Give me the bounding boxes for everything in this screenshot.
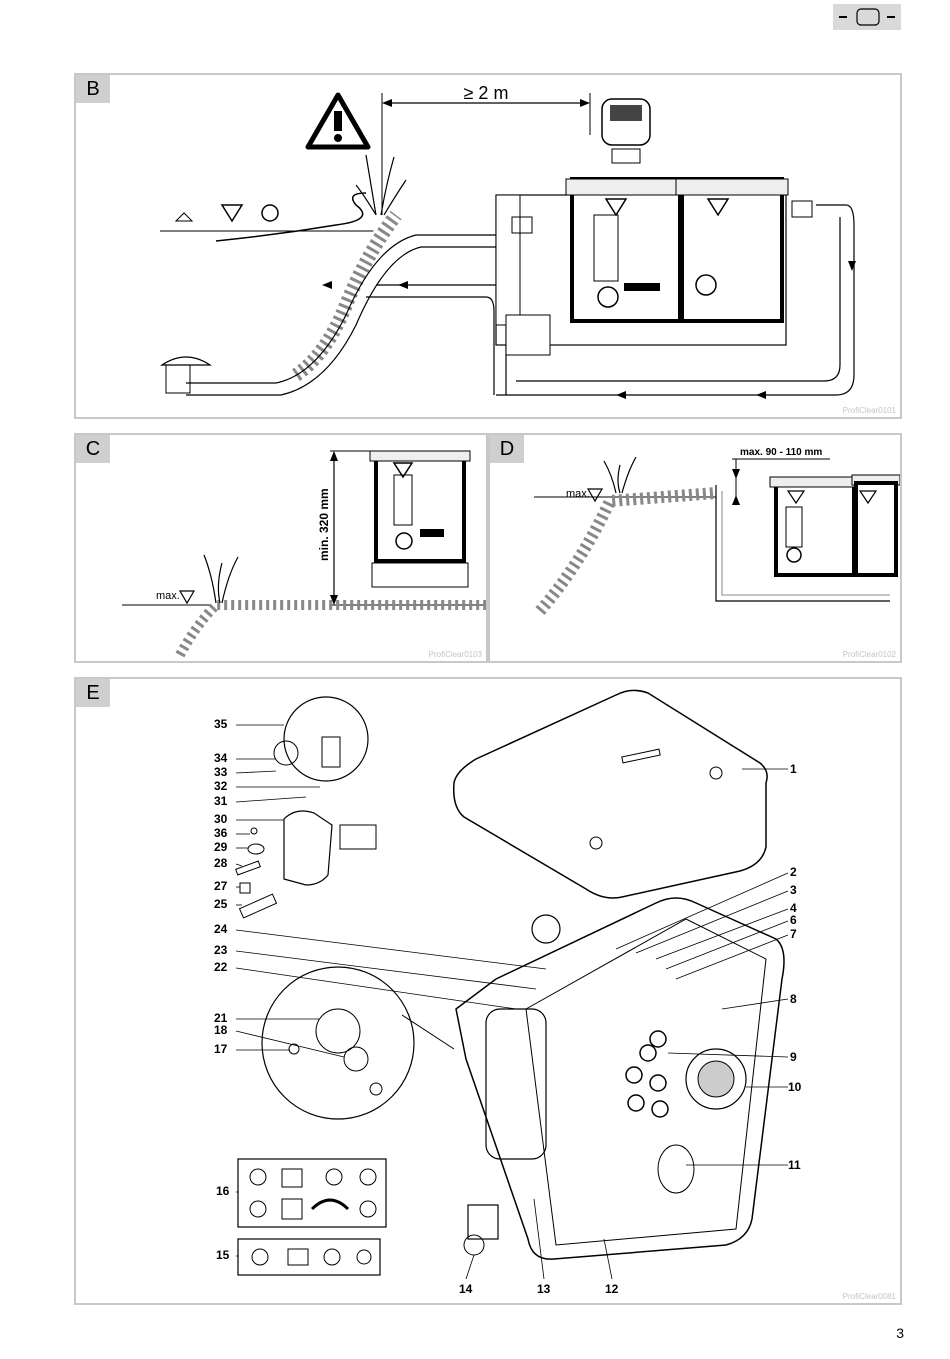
callout-27: 27 xyxy=(214,879,228,893)
callout-24: 24 xyxy=(214,922,228,936)
callout-34: 34 xyxy=(214,751,228,765)
callout-17: 17 xyxy=(214,1042,228,1056)
language-badge xyxy=(833,4,901,30)
installation-diagram: ≥ 2 m xyxy=(160,83,856,399)
warning-triangle-icon xyxy=(305,92,371,150)
image-code: ProfiClear0101 xyxy=(842,406,896,415)
page-number: 3 xyxy=(896,1325,904,1341)
language-flag-icon xyxy=(839,8,895,26)
elevation-diagram: min. 320 mm max. xyxy=(122,450,486,658)
callout-30: 30 xyxy=(214,812,228,826)
exploded-parts-diagram xyxy=(235,689,789,1280)
panel-d: D ProfiClear0102 max. 90 - 110 mm max. xyxy=(488,433,902,663)
callout-21: 21 xyxy=(214,1011,228,1025)
callout-15: 15 xyxy=(216,1248,230,1262)
callout-6: 6 xyxy=(790,913,797,927)
callout-23: 23 xyxy=(214,943,228,957)
callout-36: 36 xyxy=(214,826,228,840)
callout-3: 3 xyxy=(790,883,797,897)
panel-letter: D xyxy=(490,435,524,463)
panel-e: E ProfiClear0081 xyxy=(74,677,902,1305)
callout-9: 9 xyxy=(790,1050,797,1064)
max-water-label: max. xyxy=(156,590,180,602)
callout-32: 32 xyxy=(214,779,228,793)
panel-letter: C xyxy=(76,435,110,463)
panel-letter: E xyxy=(76,679,110,707)
callout-11: 11 xyxy=(788,1158,801,1172)
overflow-diagram: max. 90 - 110 mm max. xyxy=(534,447,900,615)
callout-8: 8 xyxy=(790,992,797,1006)
max-water-label: max. xyxy=(566,488,590,500)
callout-33: 33 xyxy=(214,765,228,779)
image-code: ProfiClear0103 xyxy=(428,650,482,659)
image-code: ProfiClear0081 xyxy=(842,1292,896,1301)
callout-13: 13 xyxy=(537,1282,551,1296)
callout-7: 7 xyxy=(790,927,797,941)
callout-31: 31 xyxy=(214,794,228,808)
callout-12: 12 xyxy=(605,1282,619,1296)
callout-4: 4 xyxy=(790,901,797,915)
callout-35: 35 xyxy=(214,717,228,731)
panel-b: B ProfiClear0101 ≥ 2 m xyxy=(74,73,902,419)
callout-2: 2 xyxy=(790,865,797,879)
callout-10: 10 xyxy=(788,1080,802,1094)
panel-c: C ProfiClear0103 min. 320 mm max. xyxy=(74,433,488,663)
callout-29: 29 xyxy=(214,840,228,854)
callout-1: 1 xyxy=(790,762,797,776)
image-code: ProfiClear0102 xyxy=(842,650,896,659)
callout-25: 25 xyxy=(214,897,228,911)
callout-28: 28 xyxy=(214,856,228,870)
callout-14: 14 xyxy=(459,1282,473,1296)
panel-letter: B xyxy=(76,75,110,103)
callout-16: 16 xyxy=(216,1184,230,1198)
distance-label: ≥ 2 m xyxy=(464,83,509,103)
max-range-label: max. 90 - 110 mm xyxy=(740,447,822,458)
callout-18: 18 xyxy=(214,1023,228,1037)
callout-22: 22 xyxy=(214,960,228,974)
min-height-label: min. 320 mm xyxy=(317,488,331,561)
